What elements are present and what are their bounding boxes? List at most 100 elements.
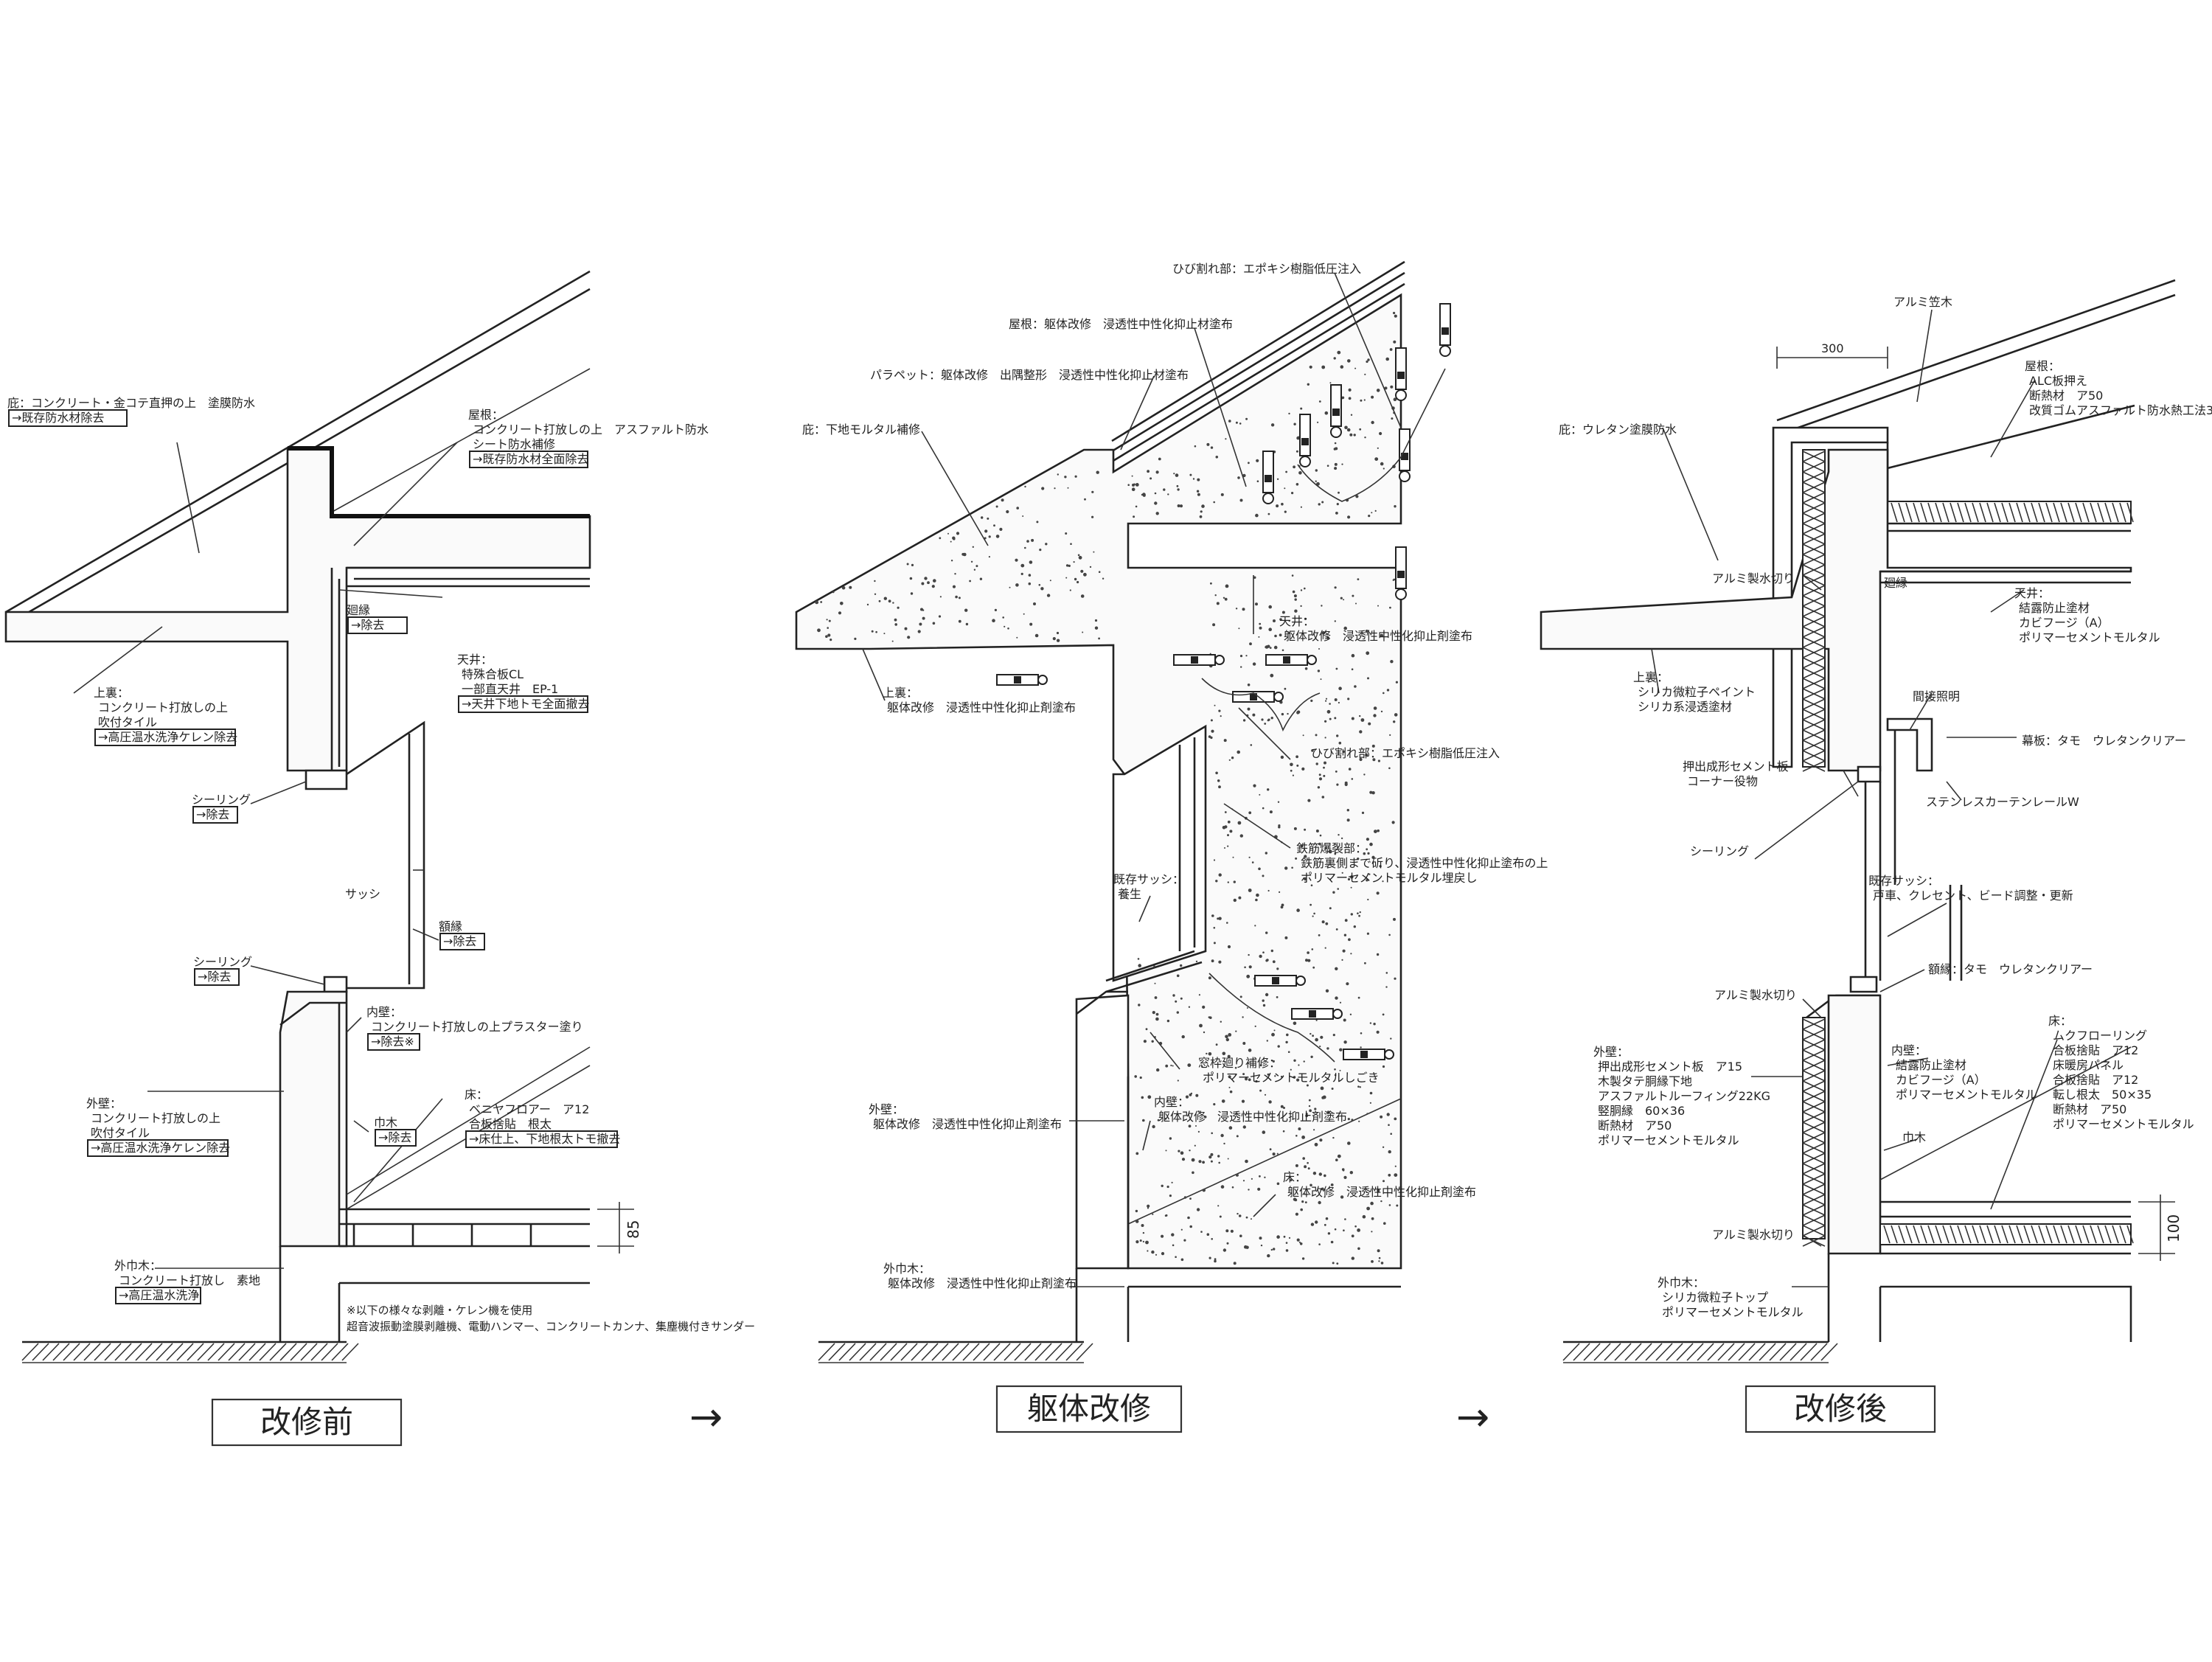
- concrete-speck: [1248, 1189, 1250, 1191]
- concrete-speck: [1367, 358, 1370, 361]
- annotation-after-17-line: 結露防止塗材: [1896, 1058, 1966, 1072]
- concrete-speck: [958, 619, 961, 623]
- concrete-speck: [1223, 739, 1227, 743]
- concrete-speck: [1218, 960, 1222, 964]
- concrete-speck: [1324, 761, 1326, 765]
- dimension-85: 85: [625, 1220, 642, 1239]
- concrete-speck: [1196, 1208, 1200, 1211]
- concrete-speck: [1280, 1105, 1284, 1108]
- floor-hatch-line: [1905, 1225, 1913, 1244]
- caption-after: 改修後: [1794, 1391, 1887, 1427]
- note-box: [465, 1130, 618, 1148]
- floor-hatch-line: [2008, 1225, 2016, 1244]
- annotation-after-2-line: 断熱材 ア50: [2029, 389, 2103, 403]
- annotation-structure-5: 上裏：: [883, 686, 918, 700]
- concrete-speck: [904, 627, 908, 630]
- concrete-speck: [1366, 838, 1369, 841]
- concrete-speck: [1154, 492, 1157, 495]
- concrete-speck: [1147, 470, 1150, 473]
- concrete-speck: [1326, 636, 1329, 639]
- ground-hatch-line: [32, 1343, 49, 1361]
- concrete-speck: [1177, 1079, 1179, 1082]
- concrete-speck: [1318, 777, 1323, 781]
- insulation-hatch-line: [2097, 502, 2104, 523]
- concrete-speck: [1353, 434, 1356, 437]
- injection-plug-core: [1360, 1051, 1368, 1058]
- insulation-hatch-line: [1950, 502, 1957, 523]
- injection-plug-base: [1273, 692, 1284, 702]
- concrete-speck: [1135, 1240, 1139, 1244]
- ground-hatch-line: [973, 1343, 990, 1361]
- annotation-structure-2: パラペット：躯体改修 出隅整形 浸透性中性化抑止材塗布: [870, 368, 1189, 382]
- concrete-speck: [1139, 1239, 1142, 1242]
- concrete-speck: [1334, 442, 1337, 445]
- ground-hatch-line: [859, 1343, 877, 1361]
- floor-hatch-line: [2075, 1225, 2082, 1244]
- annotation-after-7-line: シリカ微粒子ペイント: [1638, 685, 1756, 699]
- injection-plug-base: [1395, 389, 1407, 401]
- concrete-speck: [921, 582, 925, 585]
- annotation-before-9-note: →除去※: [371, 1035, 414, 1049]
- concrete-speck: [919, 622, 922, 626]
- concrete-speck: [1227, 845, 1229, 847]
- annotation-structure-13: 外巾木：: [883, 1262, 931, 1276]
- concrete-speck: [1102, 577, 1105, 580]
- annotation-before-8: シーリング: [193, 955, 252, 969]
- ground-hatch-line: [900, 1343, 918, 1361]
- annotation-after-2-line: ALC板押え: [2029, 374, 2087, 388]
- annotation-after-2: 屋根：: [2025, 359, 2060, 373]
- concrete-speck: [1251, 1178, 1253, 1180]
- concrete-speck: [1138, 964, 1141, 967]
- concrete-speck: [1084, 498, 1086, 501]
- concrete-speck: [938, 615, 942, 618]
- ground-hatch-line: [156, 1343, 173, 1361]
- annotation-before-1: 屋根：: [468, 408, 504, 422]
- concrete-speck: [1181, 1158, 1186, 1161]
- concrete-speck: [1246, 1007, 1248, 1009]
- ground-hatch-line: [1014, 1343, 1032, 1361]
- concrete-speck: [1142, 1231, 1145, 1234]
- concrete-speck: [1135, 505, 1138, 508]
- concrete-speck: [1248, 811, 1252, 815]
- concrete-speck: [817, 628, 821, 633]
- concrete-speck: [1315, 1037, 1318, 1042]
- concrete-speck: [1141, 1096, 1144, 1099]
- concrete-speck: [1131, 475, 1133, 477]
- concrete-speck: [906, 563, 909, 566]
- concrete-speck: [1348, 397, 1352, 400]
- panel-hatch-line: [1802, 1091, 1826, 1102]
- note-box: [375, 1129, 417, 1147]
- concrete-speck: [1304, 877, 1307, 881]
- dimension-100: 100: [2165, 1214, 2183, 1242]
- concrete-speck: [1335, 1158, 1338, 1161]
- concrete-speck: [1237, 750, 1240, 754]
- concrete-speck: [1304, 667, 1308, 670]
- concrete-speck: [1374, 510, 1377, 512]
- concrete-speck: [1293, 465, 1295, 469]
- concrete-speck: [1354, 367, 1357, 369]
- concrete-speck: [1363, 399, 1366, 401]
- arrow-1: →: [689, 1394, 723, 1440]
- concrete-speck: [1259, 1237, 1262, 1240]
- concrete-speck: [1245, 417, 1248, 420]
- ground-hatch-line: [1676, 1343, 1694, 1361]
- concrete-speck: [1250, 744, 1253, 746]
- concrete-speck: [1208, 1155, 1212, 1159]
- annotation-after-16-line: 断熱材 ア50: [1598, 1119, 1672, 1133]
- annotation-after-6-line: カビフージ（A）: [2019, 616, 2110, 630]
- concrete-speck: [1362, 1214, 1366, 1219]
- annotation-after-18-line: 合板捨貼 ア12: [2053, 1073, 2138, 1087]
- concrete-speck: [1368, 722, 1371, 726]
- insulation-hatch-line: [1979, 502, 1986, 523]
- floor-hatch-line: [2016, 1225, 2023, 1244]
- concrete-speck: [1329, 703, 1331, 705]
- concrete-speck: [1223, 1142, 1225, 1145]
- floor-hatch-line: [2082, 1225, 2090, 1244]
- ground-hatch-line: [73, 1343, 91, 1361]
- ground-hatch-line: [1583, 1343, 1601, 1361]
- concrete-speck: [1377, 605, 1379, 607]
- annotation-after-10-line: コーナー役物: [1687, 774, 1758, 788]
- annotation-structure-8-line: 養生: [1118, 887, 1141, 901]
- concrete-speck: [1249, 642, 1252, 646]
